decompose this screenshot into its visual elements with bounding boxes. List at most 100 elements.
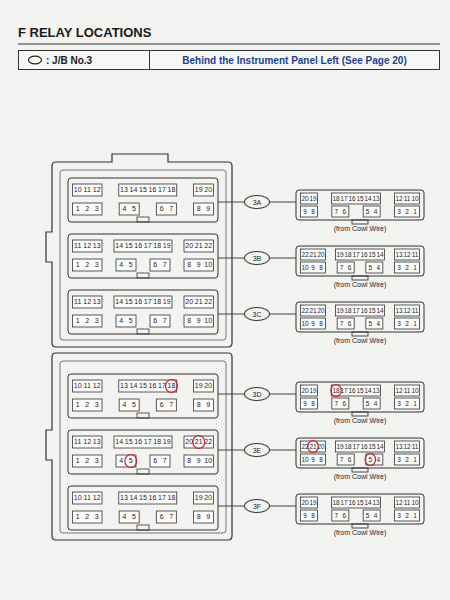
pin-number: 6 bbox=[157, 203, 167, 215]
pin-number: 8 bbox=[194, 203, 204, 215]
highlight-circle bbox=[125, 455, 137, 468]
pin-number: 1 bbox=[411, 398, 419, 409]
pin-number: 8 bbox=[309, 206, 317, 217]
pin-number: 14 bbox=[115, 436, 125, 448]
pin-number: 11 bbox=[83, 184, 93, 196]
connector-code: 3F bbox=[253, 503, 261, 510]
pin-group bbox=[395, 385, 420, 396]
pin-number: 8 bbox=[185, 455, 195, 467]
pin-group bbox=[363, 398, 380, 409]
pin-number: 13 bbox=[372, 193, 380, 204]
pin-number: 11 bbox=[411, 305, 419, 316]
pin-number: 14 bbox=[376, 305, 384, 316]
pin-number: 9 bbox=[204, 399, 214, 411]
wire-source-note: (from Cowl Wire) bbox=[334, 281, 387, 288]
pin-number: 6 bbox=[151, 455, 161, 467]
pin-number: 7 bbox=[160, 455, 170, 467]
location-note: Behind the Instrument Panel Left (See Pa… bbox=[182, 55, 407, 66]
pin-number: 16 bbox=[360, 249, 368, 260]
pin-group bbox=[73, 436, 103, 448]
pin-number: 8 bbox=[309, 510, 317, 521]
pin-number: 22 bbox=[204, 240, 214, 252]
pin-group bbox=[184, 315, 214, 327]
pin-number: 4 bbox=[120, 399, 130, 411]
pin-group bbox=[395, 510, 420, 521]
pin-number: 15 bbox=[138, 492, 148, 504]
pin-group bbox=[119, 399, 139, 411]
pin-number: 6 bbox=[340, 398, 348, 409]
pin-number: 3 bbox=[92, 511, 102, 523]
pin-number: 15 bbox=[124, 436, 134, 448]
pin-group bbox=[301, 510, 318, 521]
pin-group bbox=[194, 184, 214, 196]
pin-number: 17 bbox=[352, 305, 360, 316]
pin-number: 19 bbox=[194, 380, 204, 392]
pin-number: 17 bbox=[157, 184, 167, 196]
connector-key bbox=[137, 217, 149, 222]
pin-group bbox=[73, 203, 103, 215]
pin-group bbox=[73, 240, 103, 252]
connector-code-oval: 3E bbox=[244, 443, 270, 457]
pin-number: 6 bbox=[346, 454, 354, 465]
connector-code-oval: 3F bbox=[244, 499, 270, 513]
pin-number: 7 bbox=[332, 510, 340, 521]
pin-group bbox=[336, 441, 385, 452]
connector-lock bbox=[352, 412, 368, 416]
pin-number: 10 bbox=[411, 497, 419, 508]
pin-number: 8 bbox=[309, 398, 317, 409]
pin-number: 4 bbox=[120, 203, 130, 215]
pin-number: 10 bbox=[204, 315, 214, 327]
pin-group bbox=[73, 380, 103, 392]
pin-number: 19 bbox=[162, 240, 172, 252]
pin-number: 12 bbox=[83, 296, 93, 308]
pin-number: 11 bbox=[73, 240, 83, 252]
pin-number: 22 bbox=[204, 436, 214, 448]
pin-number: 9 bbox=[204, 511, 214, 523]
pin-number: 4 bbox=[372, 398, 380, 409]
pin-group bbox=[73, 492, 103, 504]
pin-number: 5 bbox=[126, 455, 136, 467]
pin-group bbox=[395, 193, 420, 204]
pin-number: 11 bbox=[73, 436, 83, 448]
pin-number: 14 bbox=[364, 497, 372, 508]
pin-number: 6 bbox=[346, 318, 354, 329]
pin-number: 10 bbox=[204, 455, 214, 467]
connector-lock bbox=[352, 276, 368, 280]
connector-key bbox=[137, 273, 149, 278]
pin-group bbox=[114, 296, 172, 308]
block-connector bbox=[68, 374, 218, 418]
pin-number: 12 bbox=[403, 305, 411, 316]
pin-group bbox=[194, 399, 214, 411]
pin-group bbox=[395, 454, 420, 465]
pin-number: 18 bbox=[153, 240, 163, 252]
pin-number: 2 bbox=[83, 259, 93, 271]
pin-number: 16 bbox=[348, 497, 356, 508]
pin-number: 2 bbox=[83, 511, 93, 523]
pin-number: 6 bbox=[151, 315, 161, 327]
pin-number: 14 bbox=[364, 385, 372, 396]
wire-connector bbox=[296, 190, 424, 220]
pin-number: 7 bbox=[332, 206, 340, 217]
block-connector bbox=[68, 430, 218, 474]
pin-number: 2 bbox=[403, 206, 411, 217]
pin-group bbox=[301, 249, 326, 260]
pin-number: 17 bbox=[157, 380, 167, 392]
connector-key bbox=[137, 413, 149, 418]
pin-number: 2 bbox=[83, 203, 93, 215]
pin-number: 18 bbox=[153, 296, 163, 308]
pin-group bbox=[337, 318, 354, 329]
pin-number: 16 bbox=[134, 240, 144, 252]
pin-number: 20 bbox=[317, 441, 325, 452]
pin-number: 20 bbox=[185, 240, 195, 252]
block-connector bbox=[68, 290, 218, 334]
pin-group bbox=[336, 305, 385, 316]
pin-number: 10 bbox=[411, 385, 419, 396]
pin-number: 2 bbox=[403, 318, 411, 329]
pin-number: 4 bbox=[117, 455, 127, 467]
pin-number: 5 bbox=[366, 454, 374, 465]
pin-group bbox=[184, 259, 214, 271]
junction-block-symbol bbox=[27, 55, 43, 65]
pin-number: 14 bbox=[129, 380, 139, 392]
pin-number: 4 bbox=[374, 318, 382, 329]
pin-group bbox=[73, 259, 103, 271]
